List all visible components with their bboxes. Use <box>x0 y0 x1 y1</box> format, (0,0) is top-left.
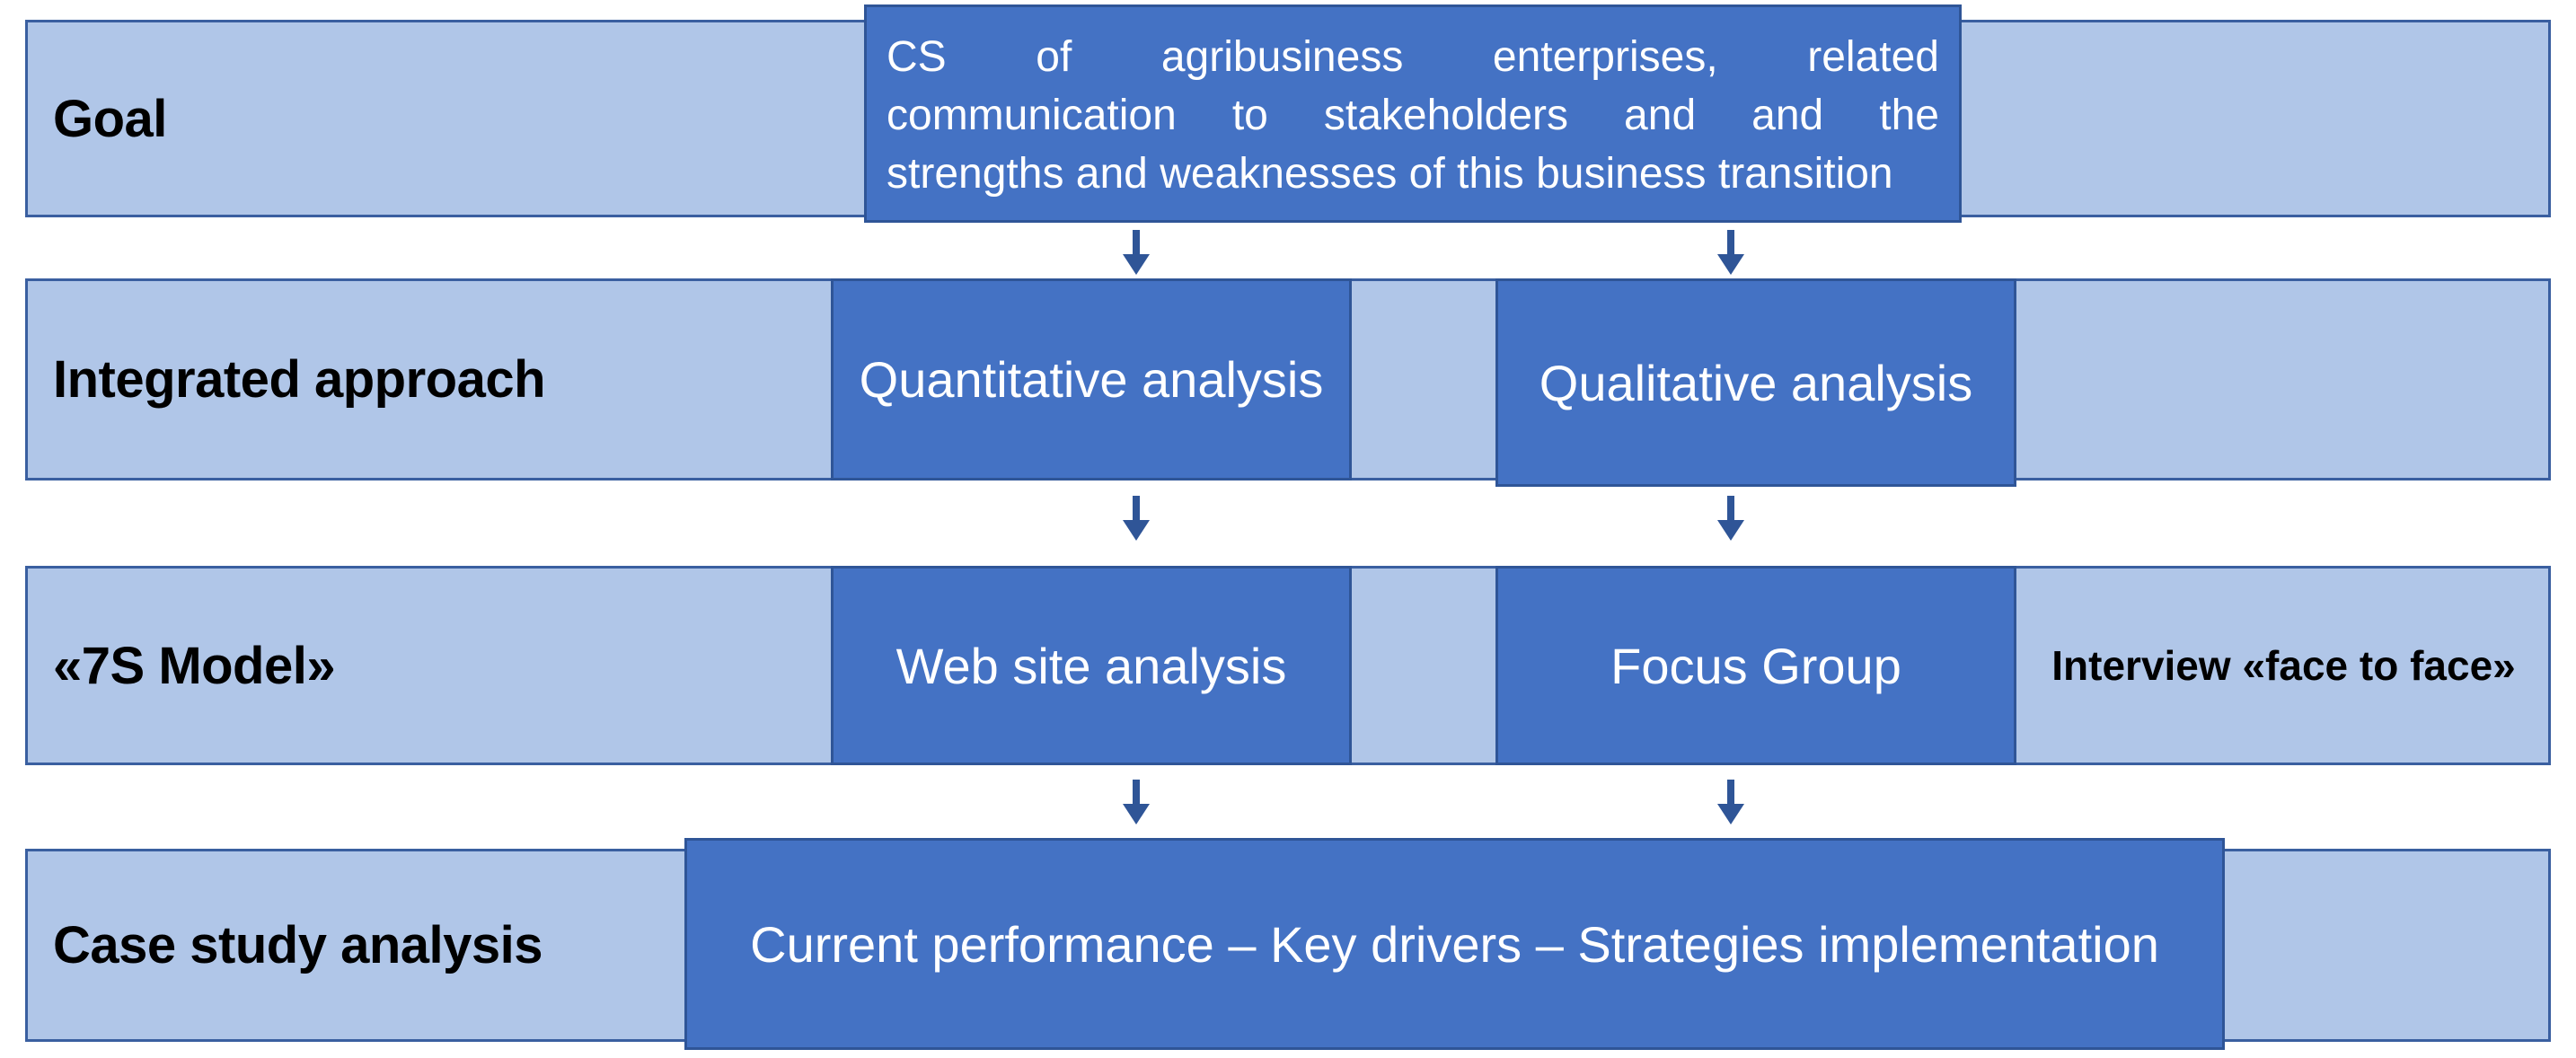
arrow-website-to-casestudy-icon <box>1121 780 1151 824</box>
goal-statement-box: CS of agribusiness enterprises, related … <box>864 4 1962 223</box>
focus-group-label: Focus Group <box>1610 637 1901 694</box>
arrow-quantitative-to-website-icon <box>1121 496 1151 541</box>
row-seven-s-model-label: «7S Model» <box>53 636 336 695</box>
goal-statement-line-1: CS of agribusiness enterprises, related <box>887 32 1939 81</box>
row-integrated-approach-label: Integrated approach <box>53 350 546 409</box>
focus-group-box: Focus Group <box>1495 566 2016 765</box>
interview-face-to-face-label: Interview «face to face» <box>2051 642 2516 689</box>
web-site-analysis-label: Web site analysis <box>895 637 1287 694</box>
qualitative-analysis-box: Qualitative analysis <box>1495 278 2016 487</box>
goal-statement-text: CS of agribusiness enterprises, related … <box>867 15 1959 213</box>
goal-statement-line-2: communication to stakeholders and and th… <box>887 91 1939 139</box>
row-goal-label: Goal <box>53 89 167 148</box>
goal-statement-line-3: strengths and weaknesses of this busines… <box>887 150 1893 198</box>
arrow-goal-to-quantitative-icon <box>1121 230 1151 275</box>
quantitative-analysis-label: Quantitative analysis <box>859 351 1324 408</box>
row-case-study-analysis-label: Case study analysis <box>53 916 543 974</box>
qualitative-analysis-label: Qualitative analysis <box>1539 354 1973 411</box>
case-study-outcomes-label: Current performance – Key drivers – Stra… <box>750 915 2159 973</box>
web-site-analysis-box: Web site analysis <box>831 566 1352 765</box>
interview-face-to-face-cell: Interview «face to face» <box>2016 566 2551 765</box>
arrow-goal-to-qualitative-icon <box>1716 230 1746 275</box>
arrow-focusgroup-to-casestudy-icon <box>1716 780 1746 824</box>
arrow-qualitative-to-focusgroup-icon <box>1716 496 1746 541</box>
case-study-outcomes-box: Current performance – Key drivers – Stra… <box>684 838 2225 1050</box>
quantitative-analysis-box: Quantitative analysis <box>831 278 1352 481</box>
